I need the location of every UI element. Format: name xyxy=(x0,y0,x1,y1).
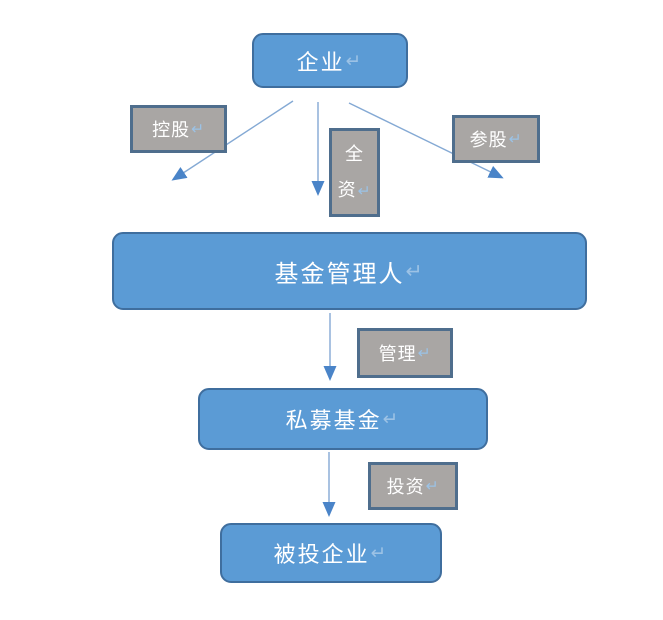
edge-label-holding: 控股↵ xyxy=(130,105,227,153)
node-fund-manager: 基金管理人↵ xyxy=(112,232,587,310)
edge-label-wholly-owned-char2: 资↵ xyxy=(337,179,372,200)
return-mark-icon: ↵ xyxy=(417,344,432,362)
node-enterprise-label: 企业 xyxy=(296,49,345,75)
return-mark-icon: ↵ xyxy=(425,477,440,495)
node-invested-enterprise: 被投企业↵ xyxy=(220,523,442,583)
edge-label-invest-text: 投资 xyxy=(386,477,425,497)
edge-label-holding-text: 控股 xyxy=(152,120,191,140)
node-fund-manager-label: 基金管理人 xyxy=(274,260,405,288)
return-mark-icon: ↵ xyxy=(191,120,205,138)
node-enterprise: 企业↵ xyxy=(252,33,408,88)
edge-label-manage: 管理↵ xyxy=(357,328,453,378)
arrow-enterprise-holding xyxy=(171,100,294,181)
return-mark-icon: ↵ xyxy=(508,130,523,148)
node-private-fund: 私募基金↵ xyxy=(198,388,488,450)
edge-label-wholly-owned-char1: 全 xyxy=(345,143,364,164)
edge-label-manage-text: 管理 xyxy=(378,344,417,364)
edge-label-wholly-owned: 全 资↵ xyxy=(329,128,380,217)
return-mark-icon: ↵ xyxy=(370,542,389,563)
return-mark-icon: ↵ xyxy=(382,408,401,429)
arrow-enterprise-participation xyxy=(348,102,504,179)
node-private-fund-label: 私募基金 xyxy=(285,408,382,433)
return-mark-icon: ↵ xyxy=(405,260,425,283)
edge-label-invest: 投资↵ xyxy=(368,462,458,510)
node-invested-enterprise-label: 被投企业 xyxy=(273,542,370,567)
return-mark-icon: ↵ xyxy=(345,49,364,71)
edge-label-participation: 参股↵ xyxy=(452,115,540,163)
edge-label-participation-text: 参股 xyxy=(469,130,508,150)
return-mark-icon: ↵ xyxy=(357,182,372,200)
